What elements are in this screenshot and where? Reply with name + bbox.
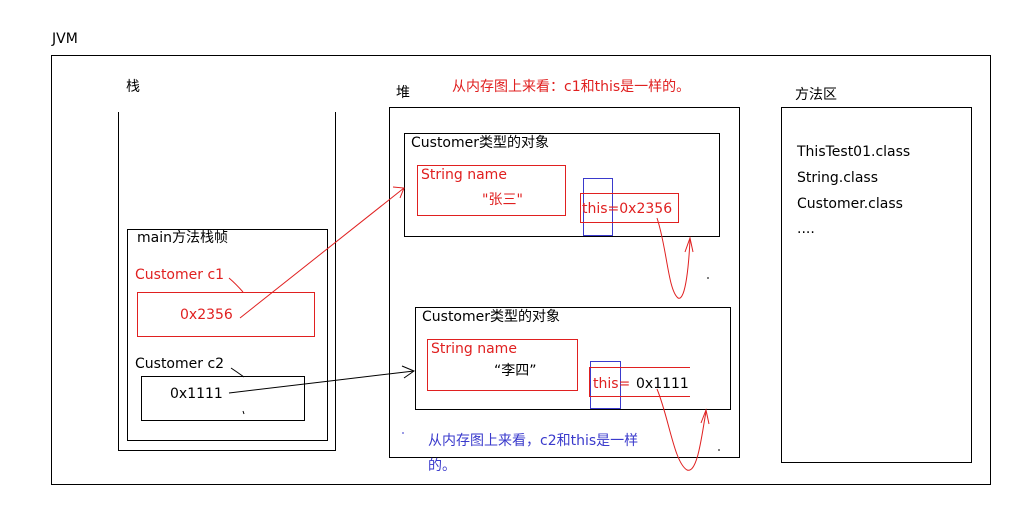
heap-label: 堆 — [396, 85, 410, 101]
c2-arrowhead — [401, 365, 416, 379]
class-item: String.class — [797, 170, 878, 186]
object-1-title: Customer类型的对象 — [411, 135, 550, 151]
class-item: ThisTest01.class — [797, 144, 911, 160]
c2-reference-arrow — [228, 370, 415, 394]
object-2-this-box — [589, 367, 690, 397]
jvm-container — [51, 55, 991, 485]
object-1-this-box — [580, 193, 679, 223]
c1-value: 0x2356 — [180, 307, 233, 323]
c2-variable-label: Customer c2 — [135, 356, 225, 372]
object-2-field-label: String name — [431, 341, 517, 357]
object-1-field-label: String name — [421, 167, 507, 183]
stray-mark — [242, 410, 245, 415]
jvm-label: JVM — [52, 31, 78, 47]
object-2-this-loop — [656, 388, 707, 471]
object-1-this-loop — [656, 217, 691, 299]
object-2-name-field — [427, 339, 578, 391]
main-stack-frame — [127, 229, 328, 441]
method-area-label: 方法区 — [795, 87, 837, 103]
c1-variable-label: Customer c1 — [135, 267, 225, 283]
class-item: Customer.class — [797, 196, 903, 212]
c1-value-box — [137, 292, 315, 337]
c1-label-underline — [228, 277, 244, 293]
object-2-this-highlight — [590, 361, 621, 409]
object-2-this-value: 0x1111 — [636, 376, 689, 392]
class-item: .... — [797, 221, 815, 237]
main-frame-label: main方法栈帧 — [137, 230, 228, 246]
object-2-title: Customer类型的对象 — [422, 309, 561, 325]
heap-note-top: 从内存图上来看：c1和this是一样的。 — [452, 79, 691, 95]
heap-container — [389, 107, 740, 458]
object-1-this-label: this=0x2356 — [582, 201, 673, 217]
c2-label-underline — [230, 367, 245, 378]
heap-note-bottom-line-2: 的。 — [428, 458, 456, 474]
object-2-this-label: this= — [593, 376, 631, 392]
stack-label: 栈 — [126, 79, 140, 95]
object-1-field-value: "张三" — [482, 192, 523, 208]
object-1-this-highlight — [583, 178, 613, 236]
c1-reference-arrow — [239, 187, 405, 319]
customer-object-2 — [415, 307, 731, 410]
c2-value: 0x1111 — [170, 386, 223, 402]
object-2-loop-arrowhead — [700, 408, 710, 425]
c2-value-box — [141, 376, 305, 421]
object-2-field-value: “李四” — [494, 363, 537, 379]
method-area-container — [781, 107, 972, 463]
object-1-loop-arrowhead — [684, 236, 694, 253]
c1-arrowhead — [392, 186, 405, 199]
object-1-name-field — [417, 165, 566, 216]
heap-note-bottom-line-1: 从内存图上来看，c2和this是一样 — [428, 433, 639, 449]
customer-object-1 — [404, 133, 720, 237]
stack-container — [118, 112, 336, 451]
